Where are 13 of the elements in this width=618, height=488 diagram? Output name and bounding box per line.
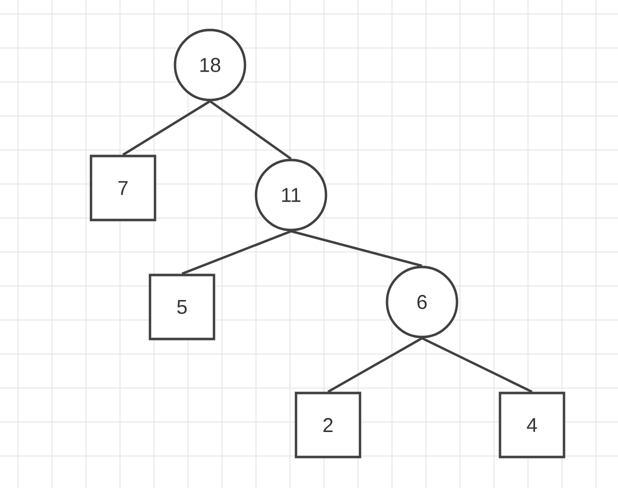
square-node: 4 — [498, 392, 566, 458]
tree-edge — [290, 230, 422, 267]
circle-node: 18 — [174, 28, 246, 102]
circle-node: 11 — [254, 158, 328, 232]
square-node: 2 — [294, 392, 362, 458]
circle-node: 6 — [386, 266, 458, 338]
square-node: 7 — [90, 154, 156, 222]
tree-edge — [122, 100, 211, 156]
square-node: 5 — [148, 274, 216, 340]
tree-edge — [209, 100, 292, 160]
tree-edge — [421, 337, 533, 393]
tree-edge — [327, 337, 423, 393]
tree-edge — [182, 230, 292, 275]
